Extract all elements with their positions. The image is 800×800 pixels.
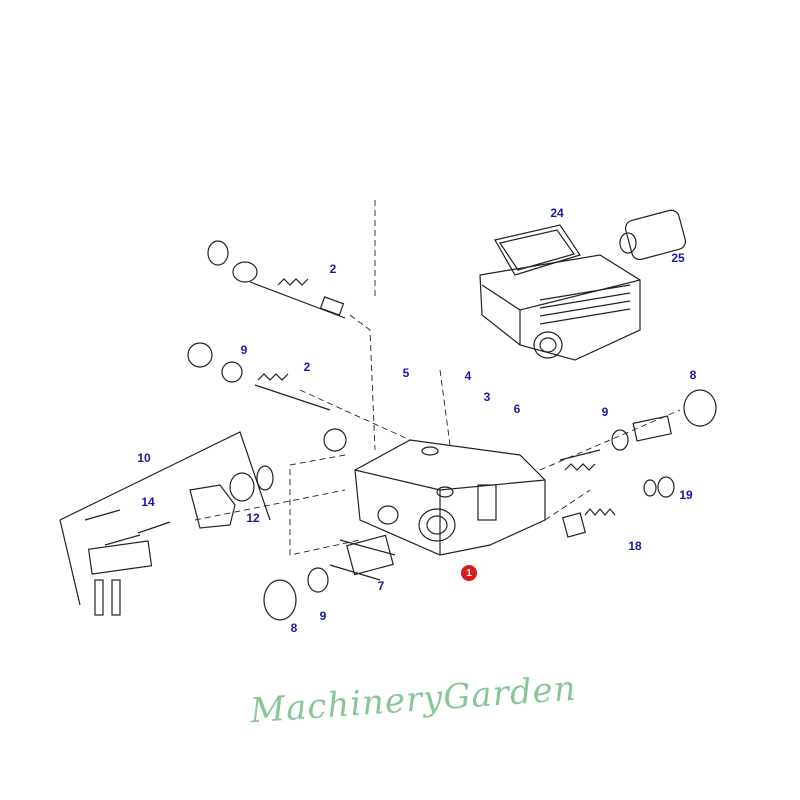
callout-18: 18: [628, 539, 642, 553]
spool-assemblies: [187, 240, 717, 621]
callout-9-right: 9: [601, 405, 609, 419]
solenoid-coil: [619, 209, 687, 261]
callout-5: 5: [402, 366, 410, 380]
callout-8-bottom: 8: [290, 621, 298, 635]
callout-14: 14: [141, 495, 155, 509]
callout-9-left: 9: [240, 343, 248, 357]
control-module: [479, 224, 641, 361]
callout-8-right: 8: [689, 368, 697, 382]
valve-body: [354, 439, 546, 556]
callout-25: 25: [671, 251, 685, 265]
leader-lines: [194, 200, 681, 556]
callout-12: 12: [246, 511, 260, 525]
callout-6: 6: [513, 402, 521, 416]
callout-10: 10: [137, 451, 151, 465]
callout-7: 7: [377, 579, 385, 593]
callout-19: 19: [679, 488, 693, 502]
callout-24: 24: [550, 206, 564, 220]
callout-2-lower: 2: [303, 360, 311, 374]
callout-2-upper: 2: [329, 262, 337, 276]
callout-3: 3: [483, 390, 491, 404]
callout-9-bottom: 9: [319, 609, 327, 623]
callout-1-main-part: 1: [461, 565, 477, 581]
lever-assembly: [59, 431, 274, 616]
callout-4: 4: [464, 369, 472, 383]
